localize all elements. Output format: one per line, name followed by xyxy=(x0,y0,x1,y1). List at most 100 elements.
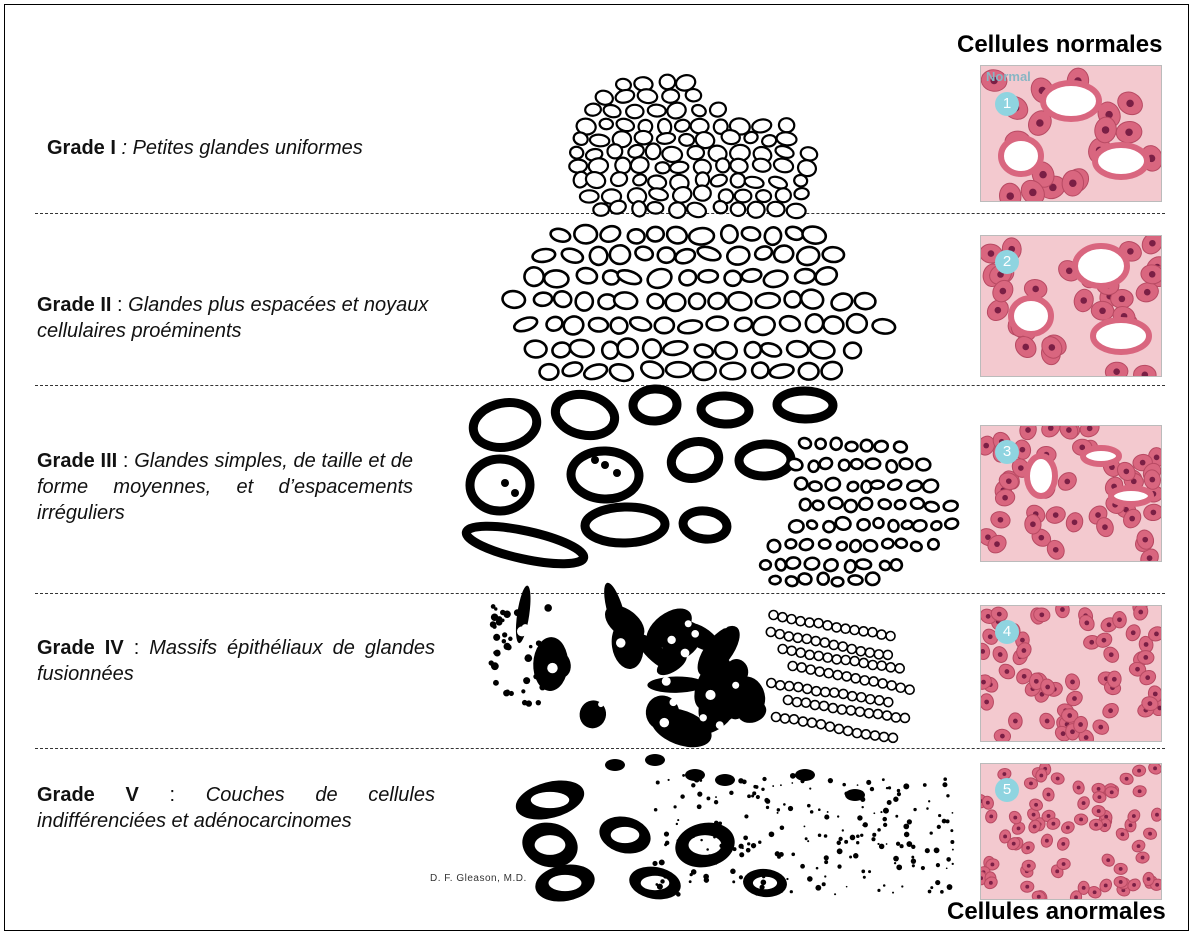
cell-nucleus xyxy=(1102,638,1107,643)
grade-2-gland xyxy=(569,338,595,358)
grade-5-cell-dot xyxy=(952,812,954,814)
cell-nucleus xyxy=(1107,622,1112,627)
grade-5-cell-dot xyxy=(946,857,951,862)
grade-5-cell-dot xyxy=(680,843,683,846)
cell-nucleus xyxy=(1119,867,1123,871)
grade-2-gland xyxy=(610,245,631,264)
grade-5-cell-dot xyxy=(732,880,735,883)
grade-5-cell-dot xyxy=(846,886,848,888)
grade-4-bead xyxy=(839,689,848,698)
cell-nucleus xyxy=(1061,731,1066,736)
grade-5-cell-dot xyxy=(807,876,813,882)
grade-5-cell-dot xyxy=(730,869,736,875)
grade-4-bead xyxy=(788,662,797,671)
grade-2-gland xyxy=(639,359,665,381)
grade-2-gland xyxy=(674,247,697,266)
cell-nucleus xyxy=(1047,814,1051,818)
grade-1-gland xyxy=(662,146,683,163)
grade-5-cell-dot xyxy=(877,843,879,845)
grade-5-cell-dot xyxy=(895,815,898,818)
grade-3-small-gland xyxy=(865,572,879,586)
grade-2-gland xyxy=(677,319,703,335)
grade-4-bead xyxy=(879,732,888,741)
cell-nucleus xyxy=(1093,890,1097,894)
grade-5-cell-dot xyxy=(947,884,953,890)
grade-1-gland xyxy=(794,187,809,200)
grade-4-bead xyxy=(895,664,904,673)
grade-5-cell-dot xyxy=(911,856,914,859)
grade-1-gland xyxy=(708,101,727,118)
grade-4-bead xyxy=(785,682,794,691)
grade-5-cell-dot xyxy=(857,815,862,820)
cell-nucleus xyxy=(1070,729,1075,734)
grade-1-gland xyxy=(569,146,584,160)
cell-nucleus xyxy=(1129,516,1135,522)
cell-nucleus xyxy=(1037,895,1041,899)
grade-3-small-gland xyxy=(794,477,808,491)
grade-2-gland xyxy=(647,227,664,242)
grade-3-small-gland xyxy=(830,437,842,450)
grade-4-bead xyxy=(842,672,851,681)
grade-5-cell-dot xyxy=(677,839,680,842)
histology-thumb-1: Normal 1 xyxy=(980,65,1162,202)
grade-4-bead xyxy=(797,663,806,672)
grade-5-cell-dot xyxy=(772,785,774,787)
cell-nucleus xyxy=(1077,786,1081,790)
grade-2-gland xyxy=(666,362,691,377)
cell-nucleus xyxy=(1137,769,1141,773)
grade-3-small-gland xyxy=(895,538,907,549)
grade-5-cell-dot xyxy=(729,791,733,795)
grade-1-gland xyxy=(761,134,777,148)
grade-2-gland xyxy=(689,227,715,245)
grade-2-gland xyxy=(665,293,686,312)
grade-2-gland xyxy=(706,316,728,331)
cell-nucleus xyxy=(1147,555,1153,561)
grade-5-cell-dot xyxy=(928,890,932,894)
grade-5-cell-dot xyxy=(804,825,806,827)
grade-5-cell-dot xyxy=(940,890,944,894)
grade-3-small-gland xyxy=(851,459,863,469)
grade-4-speck xyxy=(504,643,511,650)
grade-5-cell-dot xyxy=(903,783,909,789)
grade-2-gland xyxy=(799,363,819,380)
gland-lumen xyxy=(1095,145,1147,177)
grade-5-cell-dot xyxy=(791,852,795,856)
grade-1-gland xyxy=(776,131,797,146)
grade-5-cell-dot xyxy=(691,783,695,787)
grade-5-cell-dot xyxy=(950,840,954,844)
gland-lumen xyxy=(1075,246,1127,286)
grade-5-cell-dot xyxy=(952,849,954,851)
grade-5-cell-dot xyxy=(860,797,865,802)
cell-nucleus xyxy=(1119,880,1123,884)
grade-1-gland xyxy=(569,159,588,173)
grade-2-gland xyxy=(532,248,556,264)
cell-nucleus xyxy=(1125,128,1132,135)
cell-nucleus xyxy=(1095,512,1101,518)
grade-2-gland xyxy=(813,265,839,287)
grade-5-cell-dot xyxy=(849,856,852,859)
grade-1-gland xyxy=(775,188,791,203)
grade-4-bead xyxy=(793,633,802,642)
grade-4-bead xyxy=(780,714,789,723)
grade-4-speck xyxy=(536,640,542,646)
grade-4-bead xyxy=(860,676,869,685)
grade-3-small-gland xyxy=(798,572,813,585)
grade-4-bead xyxy=(814,651,823,660)
grade-5-cell-dot xyxy=(856,841,859,844)
grade-3-small-gland xyxy=(806,519,818,530)
grade-5-cell-dot xyxy=(788,806,793,811)
grade-4-speck xyxy=(501,618,505,622)
grade-3-small-gland xyxy=(834,516,851,531)
grade-5-cell-dot xyxy=(765,799,770,804)
grade-4-bead xyxy=(833,671,842,680)
grade-4-bead xyxy=(819,701,828,710)
grade-5-cell-dot xyxy=(904,832,910,838)
grade-2-gland xyxy=(696,244,722,262)
gleason-signature: D. F. Gleason, M.D. xyxy=(430,873,527,884)
grade-5-cell-dot xyxy=(838,837,842,841)
grade-2-gland xyxy=(617,338,638,358)
grade-5-cell-dot xyxy=(663,874,668,879)
grade-4-bead xyxy=(875,696,884,705)
grade-5-cell-dot xyxy=(925,848,930,853)
grade-4-bead xyxy=(884,698,893,707)
